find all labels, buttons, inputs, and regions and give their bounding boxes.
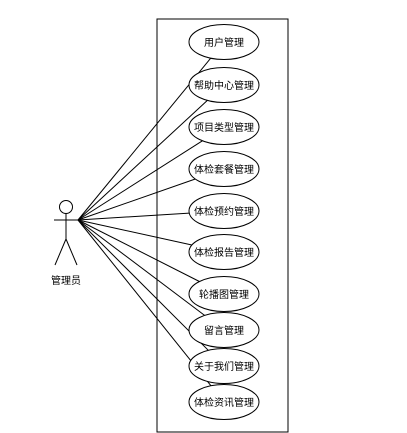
- use-case-4: 体检套餐管理: [188, 151, 260, 187]
- use-case-3: 项目类型管理: [188, 109, 260, 145]
- use-case-label: 留言管理: [204, 324, 244, 337]
- use-case-label: 体检套餐管理: [194, 163, 254, 176]
- association-line: [77, 219, 193, 246]
- use-case-label: 用户管理: [204, 36, 244, 49]
- use-case-5: 体检预约管理: [188, 193, 260, 229]
- actor-left-leg: [54, 238, 67, 266]
- use-case-9: 关于我们管理: [188, 348, 260, 384]
- actor-label: 管理员: [51, 274, 81, 287]
- actor-head: [59, 200, 73, 214]
- use-case-ellipse: [188, 24, 260, 60]
- use-case-ellipse: [188, 312, 260, 348]
- association-line: [77, 178, 196, 221]
- use-case-ellipse: [188, 151, 260, 187]
- use-case-ellipse: [188, 193, 260, 229]
- use-case-ellipse: [188, 109, 260, 145]
- use-case-ellipse: [188, 276, 260, 312]
- association-line: [77, 219, 209, 351]
- use-case-label: 体检报告管理: [194, 246, 254, 259]
- association-line: [77, 219, 205, 316]
- use-case-10: 体检资讯管理: [188, 384, 260, 420]
- use-case-list: 用户管理 帮助中心管理 项目类型管理 体检套餐管理 体检预约管理 体检报告管理 …: [188, 24, 260, 420]
- association-line: [77, 212, 190, 221]
- use-case-ellipse: [188, 234, 260, 270]
- use-case-label: 关于我们管理: [194, 360, 254, 373]
- use-case-label: 体检资讯管理: [194, 396, 254, 409]
- actor: 管理员: [51, 200, 81, 287]
- use-case-1: 用户管理: [188, 24, 260, 60]
- use-case-label: 轮播图管理: [199, 288, 249, 301]
- actor-right-leg: [65, 238, 78, 266]
- use-case-8: 留言管理: [188, 312, 260, 348]
- use-case-label: 项目类型管理: [194, 121, 254, 134]
- use-case-7: 轮播图管理: [188, 276, 260, 312]
- association-line: [77, 100, 208, 221]
- use-case-label: 体检预约管理: [194, 205, 254, 218]
- association-line: [77, 219, 200, 282]
- use-case-ellipse: [188, 384, 260, 420]
- use-case-6: 体检报告管理: [188, 234, 260, 270]
- stick-figure-icon: [54, 200, 78, 266]
- use-case-ellipse: [188, 67, 260, 103]
- use-case-ellipse: [188, 348, 260, 384]
- association-line: [77, 140, 203, 221]
- use-case-label: 帮助中心管理: [194, 79, 254, 92]
- system-boundary: [156, 18, 289, 433]
- association-line: [77, 219, 212, 387]
- use-case-2: 帮助中心管理: [188, 67, 260, 103]
